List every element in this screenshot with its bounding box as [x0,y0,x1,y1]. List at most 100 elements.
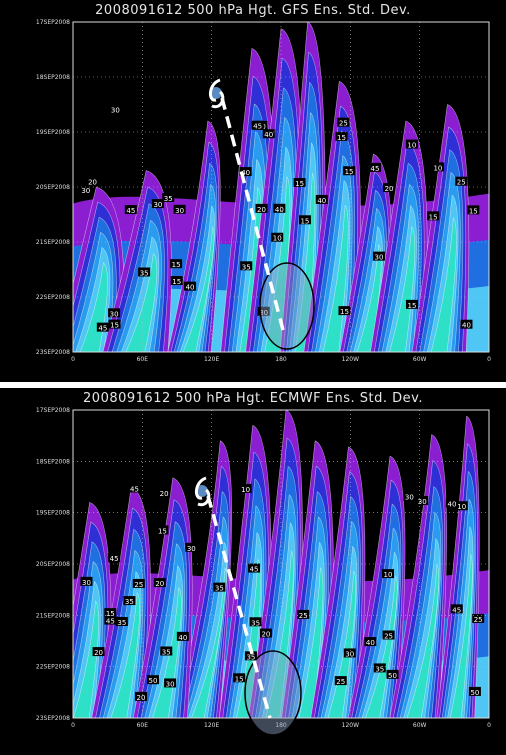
svg-text:45: 45 [452,606,461,614]
svg-text:35: 35 [164,195,173,203]
svg-text:45: 45 [250,566,259,574]
contour-label: 15 [298,215,311,225]
contour-label: 35 [240,261,253,271]
svg-text:15: 15 [110,322,119,330]
storm-overlay [195,476,302,736]
contour-label: 30 [257,306,270,317]
contour-label: 40 [176,631,189,642]
svg-text:30: 30 [418,498,427,506]
svg-text:35: 35 [125,598,134,606]
contour-label: 40 [273,203,286,214]
contour-label: 20 [255,203,268,214]
contour-label: 30 [403,491,416,502]
contour-label: 40 [315,194,328,205]
uncertainty-ellipse [259,262,315,350]
x-tick-label: 60E [137,356,149,363]
x-tick-label: 180 [275,356,287,363]
hurricane-symbol-icon [195,476,211,507]
contour-label: 15 [293,178,306,188]
contour-label: 15 [335,131,348,142]
storm-track-dashed-line [206,495,272,719]
y-tick-label: 21SEP2008 [36,239,70,246]
contour-streak [110,592,141,718]
svg-text:10: 10 [384,571,393,579]
svg-text:25: 25 [457,179,466,187]
contour-label: 25 [455,176,468,187]
x-tick-label: 120E [204,722,219,729]
svg-text:15: 15 [235,675,244,683]
contour-label: 35 [123,596,136,606]
contour-label: 45 [368,162,381,173]
contour-label: 50 [468,686,481,697]
gfs-chart-title: 2008091612 500 hPa Hgt. GFS Ens. Std. De… [95,3,411,18]
svg-text:15: 15 [172,261,181,269]
contour-label: 35 [160,646,173,656]
contour-label: 25 [297,609,310,620]
contour-streak [125,253,158,352]
contour-label: 20 [153,578,166,588]
uncertainty-ellipse [244,650,302,736]
svg-text:10: 10 [273,235,282,243]
hurricane-symbol-icon [209,78,225,109]
svg-text:45: 45 [110,555,119,563]
contour-label: 35 [249,617,262,627]
svg-text:15: 15 [408,302,417,310]
svg-text:35: 35 [251,619,260,627]
contour-label: 20 [86,176,99,186]
svg-text:30: 30 [175,207,184,215]
svg-text:40: 40 [241,169,250,177]
contour-label: 30 [109,104,122,114]
svg-text:30: 30 [187,545,196,553]
contour-label: 30 [151,199,164,209]
svg-text:10: 10 [433,164,442,172]
svg-text:25: 25 [336,678,345,686]
svg-text:20: 20 [160,490,169,498]
contour-label: 45 [128,483,141,493]
svg-text:15: 15 [106,610,115,618]
svg-text:45: 45 [253,123,262,131]
x-tick-label: 60E [137,722,149,729]
contour-streak [389,226,416,352]
svg-text:30: 30 [345,650,354,658]
contour-label: 45 [108,553,121,563]
svg-text:35: 35 [140,270,149,278]
svg-text:15: 15 [300,217,309,225]
contour-label: 15 [427,211,440,221]
svg-text:30: 30 [82,579,91,587]
svg-text:50: 50 [470,689,479,697]
y-tick-label: 22SEP2008 [36,294,70,301]
contour-label: 40 [262,129,275,139]
svg-text:40: 40 [275,206,284,214]
svg-text:25: 25 [339,120,348,128]
contour-label: 40 [445,498,458,508]
contour-label: 40 [460,319,473,330]
svg-text:40: 40 [447,500,456,508]
contour-streak [298,567,324,718]
contour-streak [406,563,440,718]
storm-track-dashed-line [220,97,285,331]
contour-streak [449,553,473,718]
svg-text:45: 45 [130,485,139,493]
contour-label: 15 [405,299,418,310]
contour-label: 20 [92,647,105,657]
svg-text:35: 35 [242,263,251,271]
x-tick-label: 0 [487,722,491,729]
svg-text:30: 30 [166,680,175,688]
y-tick-label: 23SEP2008 [36,715,70,722]
contour-label: 35 [213,582,226,593]
svg-text:15: 15 [337,134,346,142]
contour-streak [261,522,295,718]
storm-center-icon [196,485,208,497]
contour-label: 35 [115,617,128,627]
svg-text:45: 45 [106,618,115,626]
svg-text:15: 15 [295,180,304,188]
gfs-chart-svg: 1030304025151545453015151520151540151035… [36,19,491,363]
contour-label: 45 [124,205,137,215]
svg-text:30: 30 [81,187,90,195]
y-tick-label: 17SEP2008 [36,407,70,414]
contour-streak [324,545,358,718]
x-tick-label: 180 [275,722,287,729]
svg-text:40: 40 [186,284,195,292]
contour-label: 25 [334,676,347,686]
contour-label: 10 [271,232,284,243]
